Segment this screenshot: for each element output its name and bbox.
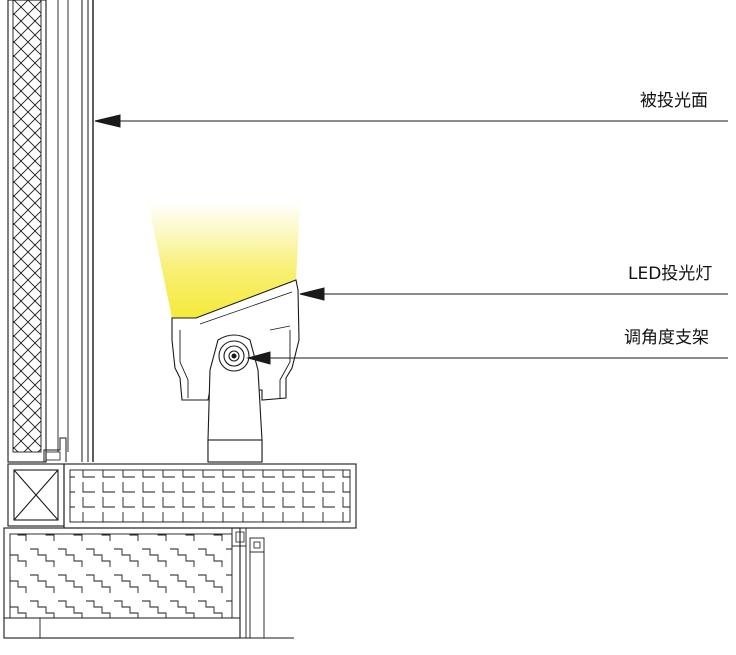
wall-insulation-layer	[7, 0, 47, 463]
light-beam	[148, 202, 300, 318]
callout-label-adjustable-bracket: 调角度支架	[624, 328, 709, 348]
led-floodlight-fixture	[171, 279, 300, 463]
arrow-projected-surface	[94, 114, 121, 128]
callout-label-projected-surface: 被投光面	[640, 91, 708, 111]
lower-slab	[3, 527, 294, 639]
callout-label-led-floodlight: LED投光灯	[628, 264, 713, 284]
wall-section	[7, 0, 94, 463]
upper-slab	[7, 463, 357, 529]
callout-leaders	[94, 114, 728, 365]
arrow-adjustable-bracket	[246, 351, 271, 365]
arrow-led-floodlight	[299, 287, 325, 301]
